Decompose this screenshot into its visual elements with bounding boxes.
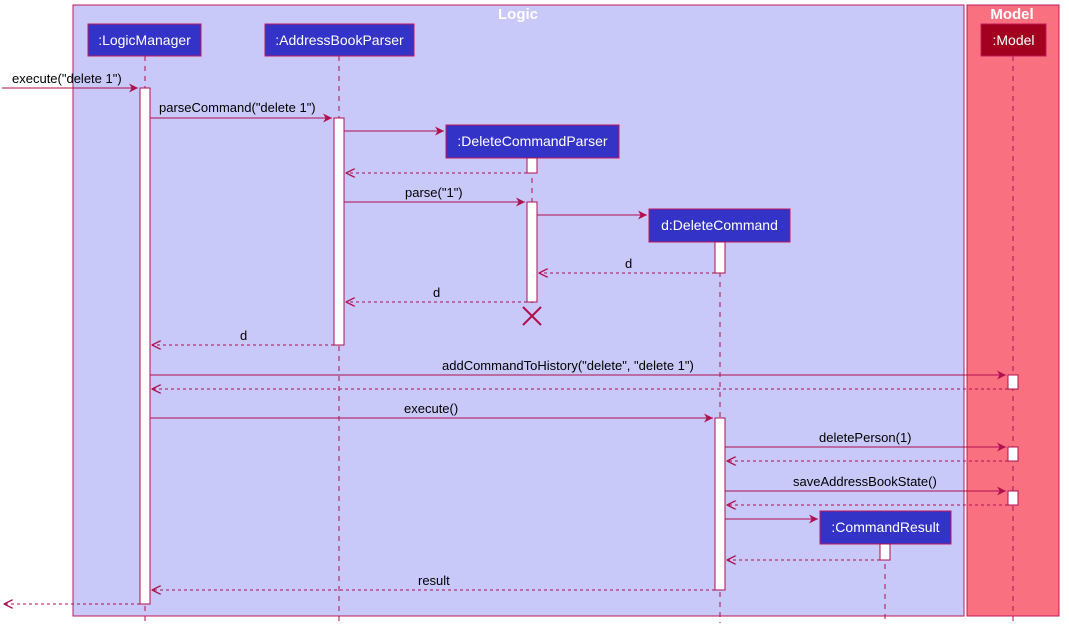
model-package-title: Model [990, 6, 1033, 23]
destroy-x-icon [522, 306, 542, 326]
participant-model: :Model [980, 23, 1047, 57]
participant-delete-command: d:DeleteCommand [648, 208, 791, 243]
participant-command-result-label: :CommandResult [831, 519, 939, 535]
activation-delete-command-parser-1 [526, 157, 538, 174]
msg-parse-command-label: parseCommand("delete 1") [159, 100, 316, 115]
return-result-label: result [418, 573, 450, 588]
activation-command-result [879, 543, 891, 561]
participant-delete-command-label: d:DeleteCommand [661, 217, 778, 233]
participant-logic-manager: :LogicManager [87, 23, 202, 57]
participant-command-result: :CommandResult [819, 510, 952, 545]
activation-delete-command-parser-2 [526, 201, 538, 303]
msg-add-command-to-history-label: addCommandToHistory("delete", "delete 1"… [442, 358, 694, 373]
return-d-label-2: d [433, 285, 440, 300]
msg-parse-1-label: parse("1") [405, 185, 463, 200]
participant-model-label: :Model [992, 32, 1034, 48]
activation-model-1 [1007, 374, 1019, 390]
participant-address-book-parser-label: :AddressBookParser [275, 32, 404, 48]
logic-package: Logic [72, 4, 965, 617]
msg-execute-delete-label: execute("delete 1") [12, 71, 122, 86]
activation-delete-command-2 [714, 417, 726, 591]
participant-address-book-parser: :AddressBookParser [264, 23, 415, 57]
msg-execute-label: execute() [404, 401, 458, 416]
activation-model-3 [1007, 490, 1019, 506]
activation-logic-manager [139, 87, 151, 605]
activation-address-book-parser [333, 117, 345, 346]
msg-save-address-book-state-label: saveAddressBookState() [793, 474, 937, 489]
activation-delete-command-1 [714, 241, 726, 274]
participant-logic-manager-label: :LogicManager [98, 32, 191, 48]
participant-delete-command-parser: :DeleteCommandParser [445, 124, 620, 159]
return-d-label-1: d [625, 256, 632, 271]
logic-package-title: Logic [498, 6, 538, 23]
participant-delete-command-parser-label: :DeleteCommandParser [457, 133, 608, 149]
msg-delete-person-label: deletePerson(1) [819, 430, 912, 445]
activation-model-2 [1007, 446, 1019, 462]
return-d-label-3: d [240, 328, 247, 343]
